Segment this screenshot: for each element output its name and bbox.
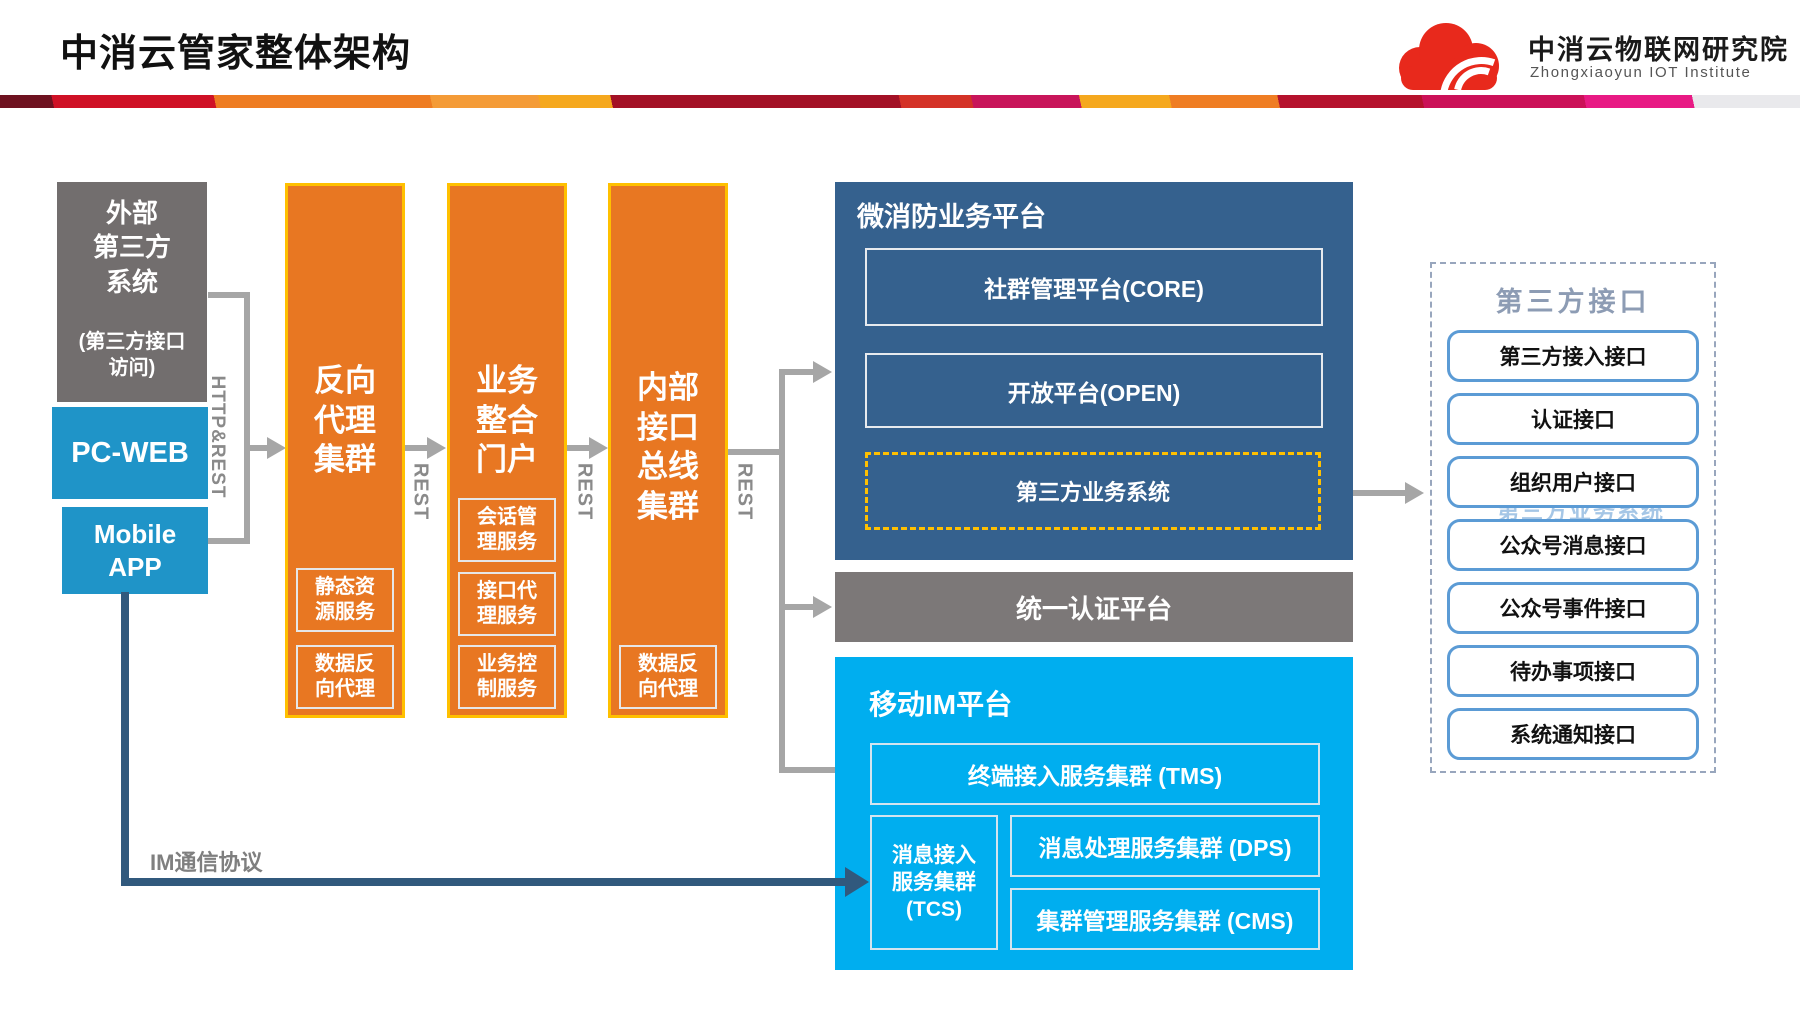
dps-box: 消息处理服务集群 (DPS)	[1010, 815, 1320, 877]
connector-platform-trunk	[779, 369, 785, 773]
pc-web-box: PC-WEB	[52, 407, 208, 499]
bus-data-reverse-proxy-box: 数据反 向代理	[619, 645, 717, 709]
mobile-im-platform-title: 移动IM平台	[869, 689, 1013, 720]
open-platform-box: 开放平台(OPEN)	[865, 353, 1323, 428]
connector-bus-to-trunk	[728, 449, 784, 455]
panel-item-official-account-event: 公众号事件接口	[1447, 582, 1699, 634]
im-protocol-arrow-head-icon	[845, 867, 869, 897]
interface-proxy-service-box: 接口代 理服务	[458, 572, 556, 636]
http-rest-label: HTTP&REST	[207, 375, 228, 499]
arrow-clients-to-proxy-head-icon	[267, 437, 286, 459]
rest-label-2: REST	[573, 462, 596, 521]
tcs-box: 消息接入 服务集群 (TCS)	[870, 815, 998, 950]
panel-item-third-party-access: 第三方接入接口	[1447, 330, 1699, 382]
arrow-fire-to-panel-line	[1353, 490, 1407, 496]
mobile-im-platform: 移动IM平台 终端接入服务集群 (TMS) 消息接入 服务集群 (TCS) 消息…	[835, 657, 1353, 970]
mobile-app-box: Mobile APP	[62, 507, 208, 594]
arrow-trunk-to-im-line	[785, 767, 843, 773]
cloud-logo-icon	[1399, 23, 1499, 92]
arrow-portal-to-bus-head-icon	[589, 437, 608, 459]
im-protocol-line-horizontal	[121, 878, 847, 886]
logo-name-en: Zhongxiaoyun IOT Institute	[1530, 64, 1752, 81]
arrow-trunk-to-auth-line	[785, 604, 815, 610]
reverse-proxy-cluster-bar: 反向 代理 集群 静态资 源服务 数据反 向代理	[285, 183, 405, 718]
arrow-proxy-to-portal-head-icon	[427, 437, 446, 459]
business-control-service-box: 业务控 制服务	[458, 645, 556, 709]
panel-item-todo: 待办事项接口	[1447, 645, 1699, 697]
page-title: 中消云管家整体架构	[60, 33, 412, 75]
arrow-fire-to-panel-head-icon	[1405, 482, 1424, 504]
third-party-interface-panel: 第三方接口 第三方接入接口 认证接口 组织用户接口 公众号消息接口 公众号事件接…	[1430, 262, 1716, 773]
reverse-proxy-title: 反向 代理 集群	[314, 363, 376, 478]
arrow-portal-to-bus-line	[567, 445, 591, 451]
micro-fire-platform: 微消防业务平台 社群管理平台(CORE) 开放平台(OPEN) 第三方业务系统	[835, 182, 1353, 560]
rest-label-1: REST	[409, 462, 432, 521]
tms-box: 终端接入服务集群 (TMS)	[870, 743, 1320, 805]
session-mgmt-service-box: 会话管 理服务	[458, 498, 556, 562]
im-protocol-label: IM通信协议	[150, 850, 263, 875]
micro-fire-platform-title: 微消防业务平台	[857, 202, 1046, 232]
static-resource-service-box: 静态资 源服务	[296, 568, 394, 632]
external-system-label: 外部 第三方 系统	[92, 198, 171, 297]
rest-label-3: REST	[733, 462, 756, 521]
unified-auth-platform-bar: 统一认证平台	[835, 572, 1353, 642]
arrow-clients-to-proxy-line	[244, 445, 270, 451]
third-party-business-system-box: 第三方业务系统	[865, 452, 1321, 530]
panel-item-system-notification: 系统通知接口	[1447, 708, 1699, 760]
panel-item-org-user: 组织用户接口	[1447, 456, 1699, 508]
arrow-trunk-to-auth-head-icon	[813, 596, 832, 618]
external-system-note: (第三方接口 访问)	[78, 330, 186, 379]
business-portal-title: 业务 整合 门户	[476, 363, 538, 478]
connector-mobile-to-trunk	[208, 538, 250, 544]
core-platform-box: 社群管理平台(CORE)	[865, 248, 1323, 326]
arrow-trunk-to-fire-head-icon	[813, 361, 832, 383]
internal-bus-title: 内部 接口 总线 集群	[637, 370, 699, 525]
arrow-proxy-to-portal-line	[405, 445, 429, 451]
external-third-party-system-box: 外部 第三方 系统 (第三方接口 访问)	[57, 182, 207, 402]
connector-client-trunk	[244, 292, 250, 544]
arrow-trunk-to-fire-line	[785, 369, 815, 375]
header-ribbon	[0, 95, 1800, 108]
panel-item-official-account-message: 公众号消息接口	[1447, 519, 1699, 571]
connector-external-to-trunk	[208, 292, 250, 298]
im-protocol-line-vertical	[121, 592, 129, 886]
panel-item-auth: 认证接口	[1447, 393, 1699, 445]
logo-name-cn: 中消云物联网研究院	[1528, 35, 1789, 65]
cms-box: 集群管理服务集群 (CMS)	[1010, 888, 1320, 950]
third-party-panel-title: 第三方接口	[1495, 287, 1651, 317]
data-reverse-proxy-box: 数据反 向代理	[296, 645, 394, 709]
business-portal-bar: 业务 整合 门户 会话管 理服务 接口代 理服务 业务控 制服务	[447, 183, 567, 718]
internal-interface-bus-bar: 内部 接口 总线 集群 数据反 向代理	[608, 183, 728, 718]
